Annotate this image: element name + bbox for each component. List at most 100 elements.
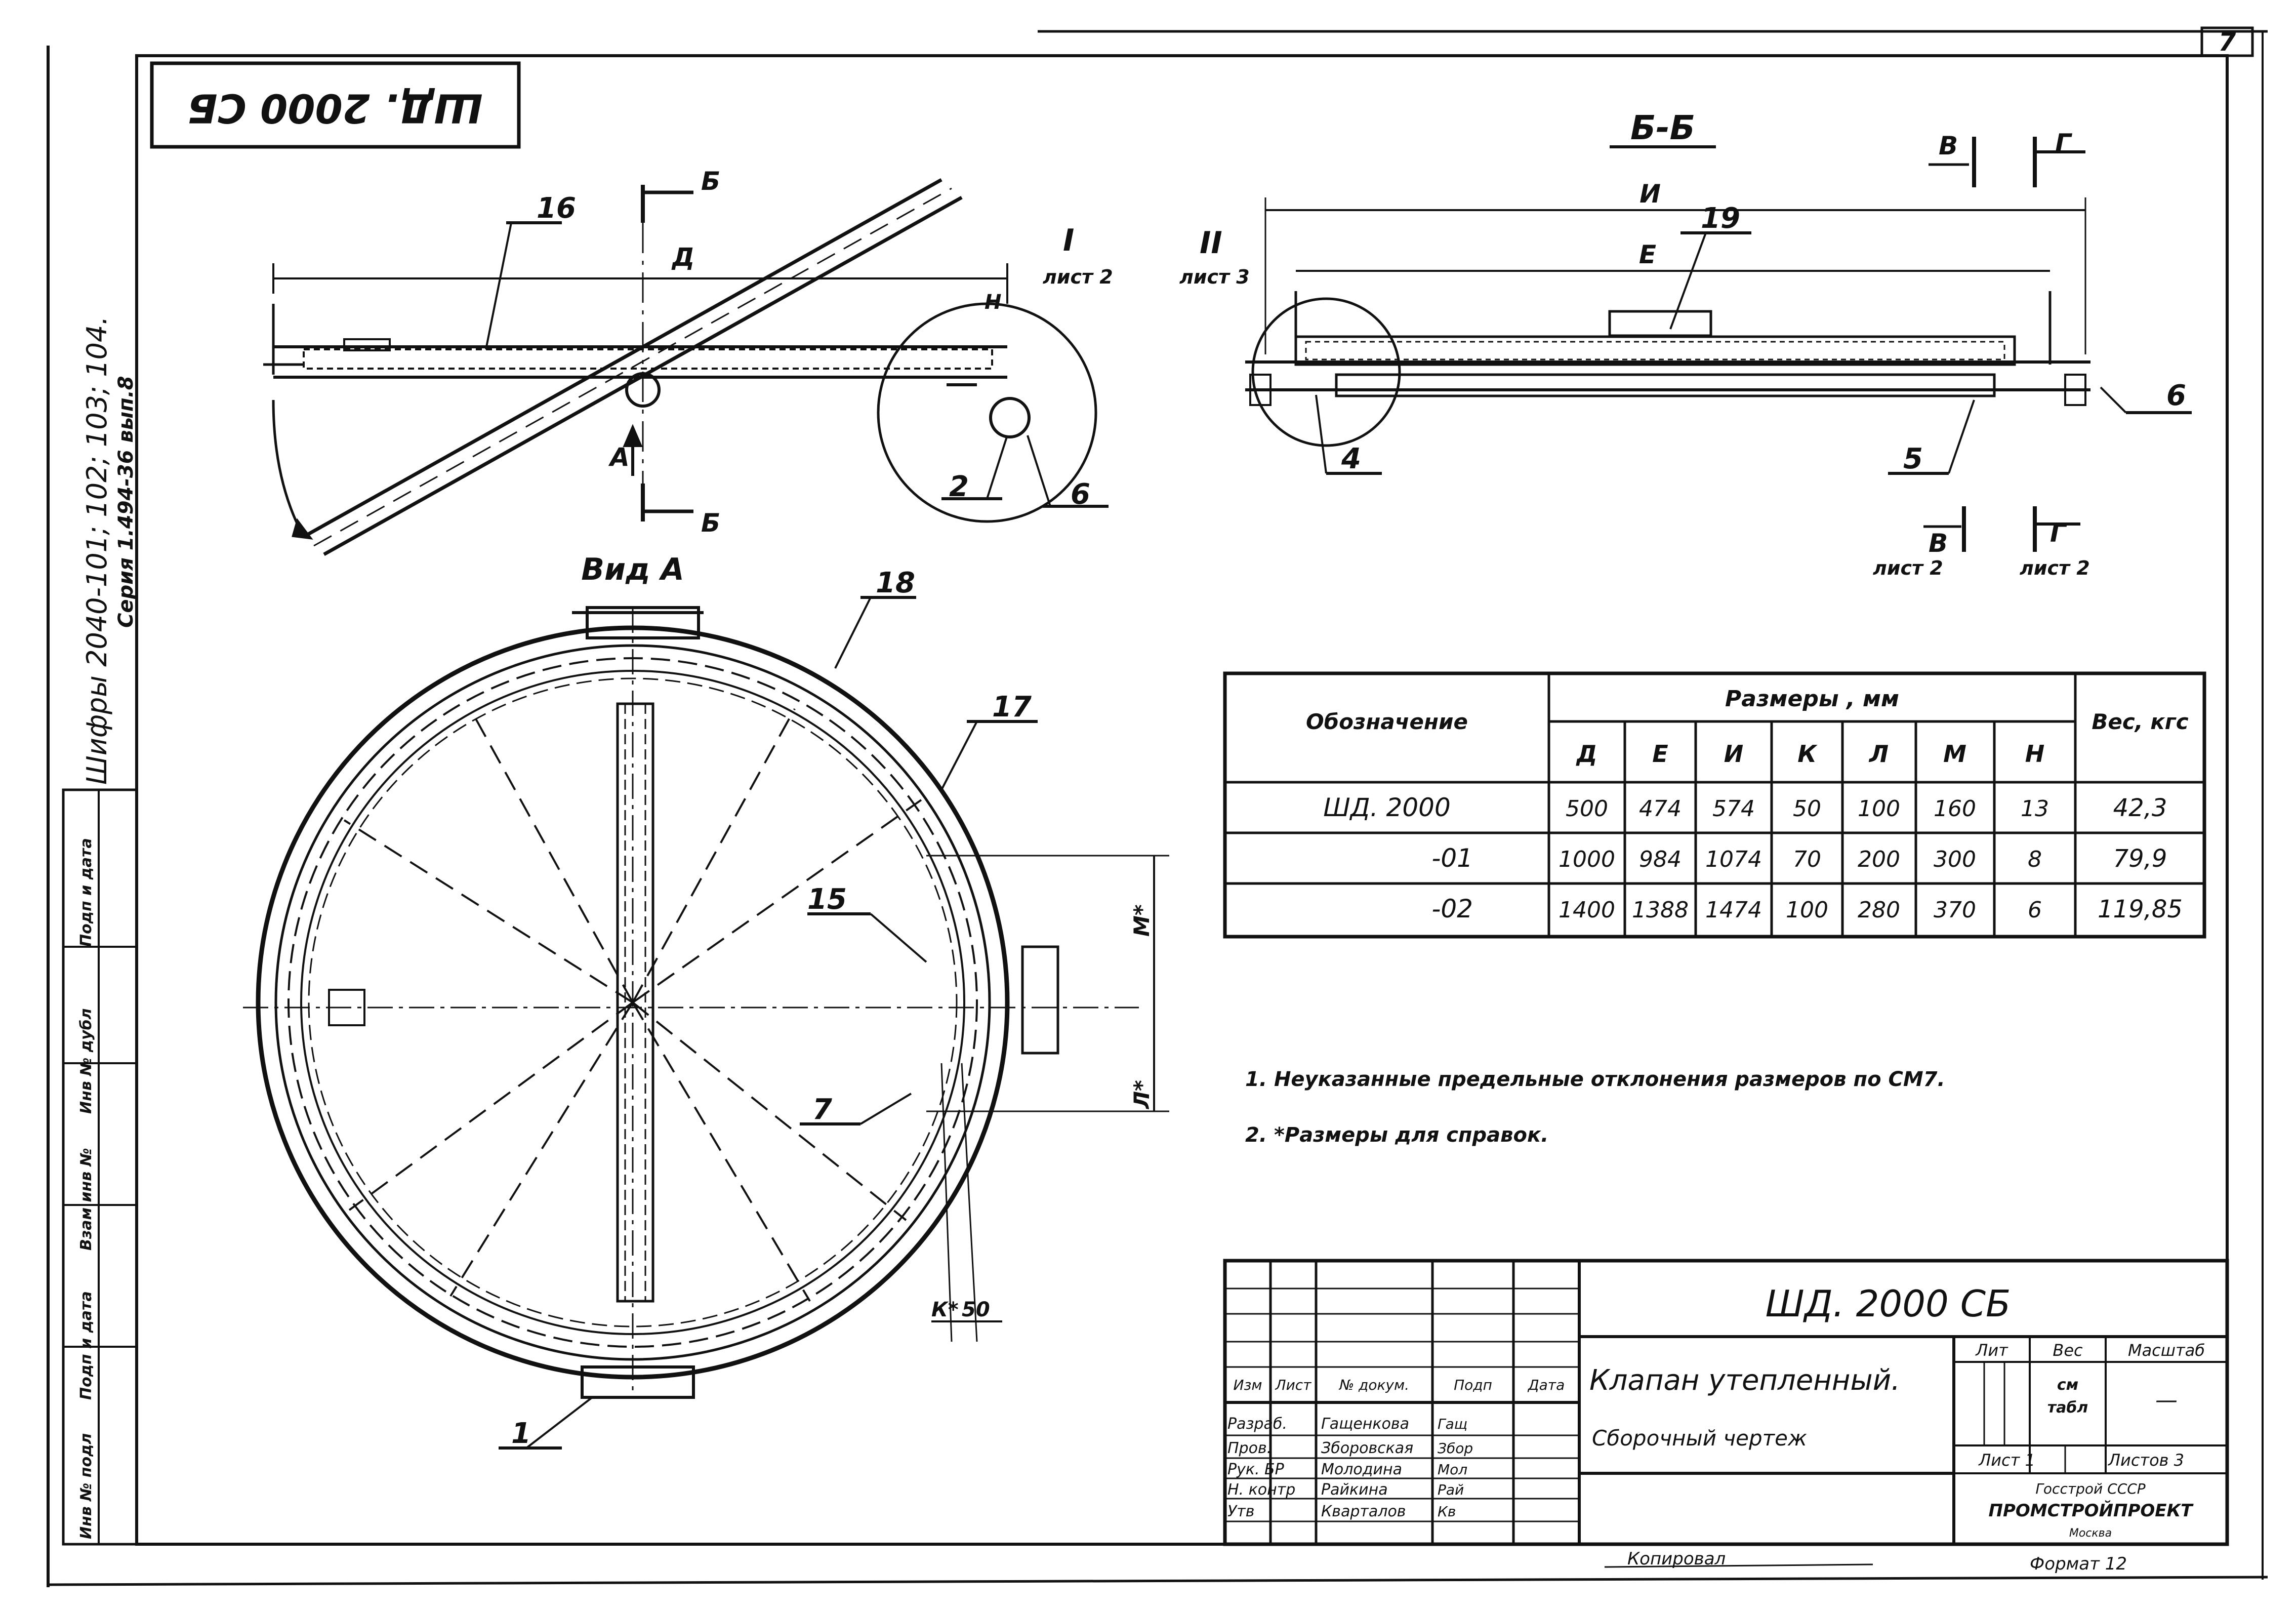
tb-signature: Мол [1438, 1461, 1467, 1478]
sheet-number: 7 [2219, 27, 2236, 57]
tb-signature: Збор [1438, 1440, 1473, 1457]
table-cell-weight: 42,3 [2113, 794, 2167, 822]
table-cell: 100 [1786, 897, 1828, 923]
dim-label-e: Е [1639, 240, 1656, 269]
tb-role: Н. контр [1227, 1481, 1295, 1499]
tb-weight-value-1: см [2057, 1376, 2078, 1394]
tb-person: Кварталов [1321, 1503, 1406, 1520]
side-stamp-label-2: Подп и дата [77, 1291, 95, 1400]
table-cell: 200 [1858, 847, 1900, 872]
table-cell: 13 [2021, 796, 2049, 822]
tb-sheet-label: Лист 1 [1978, 1451, 2035, 1470]
section-mark-v-bottom: В [1929, 529, 1948, 558]
tb-person: Райкина [1321, 1481, 1388, 1499]
tb-lit-label: Лит [1975, 1341, 2008, 1360]
detail-sheet-g: лист 2 [2020, 557, 2090, 579]
table-cell: 984 [1639, 847, 1682, 872]
table-cell-weight: 79,9 [2113, 844, 2167, 873]
detail-mark-i: I [1063, 223, 1074, 258]
dim-label-d: Д [671, 243, 695, 272]
part-1: 1 [511, 1417, 531, 1450]
table-cell: 1074 [1705, 847, 1762, 872]
damper-section-view [263, 178, 1109, 556]
corner-stamp: ШД. 2000 СБ [187, 85, 483, 131]
tb-org-3: Москва [2069, 1527, 2112, 1540]
part-4: 4 [1341, 443, 1361, 475]
table-cell: 100 [1858, 796, 1900, 822]
table-col-e: Е [1652, 740, 1668, 768]
section-bb-title: Б-Б [1630, 108, 1695, 147]
part-17: 17 [992, 691, 1032, 723]
tb-col-doc: № докум. [1338, 1377, 1409, 1393]
dim-label-k-value: 50 [962, 1298, 990, 1321]
title-designation: ШД. 2000 СБ [1766, 1282, 2011, 1325]
section-mark-b-top: Б [701, 167, 720, 196]
detail-sheet-i: лист 2 [1043, 266, 1113, 288]
table-col-weight: Вес, кгс [2092, 709, 2188, 734]
table-cell: 6 [2028, 897, 2042, 923]
detail-sheet-v: лист 2 [1873, 557, 1943, 579]
tb-person: Гащенкова [1321, 1415, 1409, 1433]
dim-label-n: Н [985, 291, 1001, 314]
table-cell-weight: 119,85 [2098, 895, 2183, 923]
table-col-designation: Обозначение [1306, 709, 1468, 734]
side-stamp-label-4: Инв № дубл [77, 1008, 95, 1114]
table-col-k: К [1797, 740, 1818, 768]
tb-role: Рук. БР [1227, 1461, 1285, 1478]
table-rows: ШД. 2000 500 474 574 50 100 160 13 42,3 … [1323, 793, 2183, 923]
margin-series-note: Серия 1.494-36 вып.8 [114, 376, 138, 628]
note-2: 2. *Размеры для справок. [1245, 1123, 1548, 1147]
table-row-name: -02 [1431, 894, 1473, 923]
tb-org-2: ПРОМСТРОЙПРОЕКТ [1988, 1500, 2194, 1521]
section-bb-view [1245, 137, 2192, 552]
table-col-n: Н [2025, 740, 2045, 768]
tb-col-sign: Подп [1454, 1377, 1492, 1393]
tb-weight-label: Вес [2053, 1341, 2083, 1360]
copied-label: Копировал [1627, 1549, 1726, 1569]
table-group-header: Размеры , мм [1725, 686, 1899, 712]
table-cell: 300 [1934, 847, 1976, 872]
table-cell: 1388 [1632, 897, 1689, 923]
dim-label-i: И [1639, 179, 1661, 209]
tb-scale-value: — [2155, 1387, 2178, 1413]
tb-signature: Рай [1438, 1481, 1464, 1498]
section-mark-b-bottom: Б [701, 508, 720, 538]
title-name-line1: Клапан утепленный. [1589, 1364, 1900, 1397]
dim-label-k: К* [931, 1298, 959, 1321]
tb-org-1: Госстрой СССР [2035, 1480, 2145, 1497]
table-cell: 70 [1793, 847, 1821, 872]
tb-role: Разраб. [1227, 1415, 1287, 1433]
title-name-line2: Сборочный чертеж [1592, 1426, 1807, 1451]
table-cell: 500 [1566, 796, 1608, 822]
table-cell: 280 [1858, 897, 1900, 923]
part-6-left: 6 [1071, 478, 1090, 511]
tb-col-izm: Изм [1234, 1377, 1262, 1393]
tb-person: Молодина [1321, 1461, 1402, 1478]
tb-role: Утв [1227, 1503, 1254, 1520]
part-5: 5 [1903, 443, 1923, 475]
section-mark-g-top: Г [2055, 129, 2073, 158]
tb-person: Зборовская [1321, 1439, 1413, 1457]
tb-col-list: Лист [1275, 1377, 1312, 1393]
dim-label-l: Л* [1129, 1080, 1154, 1110]
tb-col-date: Дата [1527, 1377, 1565, 1393]
table-cell: 574 [1712, 796, 1755, 822]
table-cell: 160 [1934, 796, 1976, 822]
table-col-l: Л [1868, 740, 1889, 768]
section-mark-g-bottom: Г [2050, 518, 2068, 548]
table-cell: 50 [1793, 796, 1821, 822]
table-cell: 1000 [1559, 847, 1615, 872]
table-col-d: Д [1576, 740, 1597, 768]
tb-role: Пров. [1227, 1439, 1272, 1457]
part-19: 19 [1701, 202, 1740, 235]
part-7: 7 [812, 1093, 832, 1126]
view-a-title: Вид А [581, 552, 684, 587]
tb-signature: Кв [1438, 1503, 1456, 1520]
side-stamp-label-3: Взам инв № [77, 1148, 95, 1251]
table-cell: 8 [2028, 847, 2042, 872]
tb-sheets-label: Листов 3 [2108, 1451, 2184, 1470]
section-mark-v-top: В [1939, 131, 1958, 160]
dimensions-table [1223, 671, 2206, 939]
table-col-m: М [1943, 740, 1966, 768]
